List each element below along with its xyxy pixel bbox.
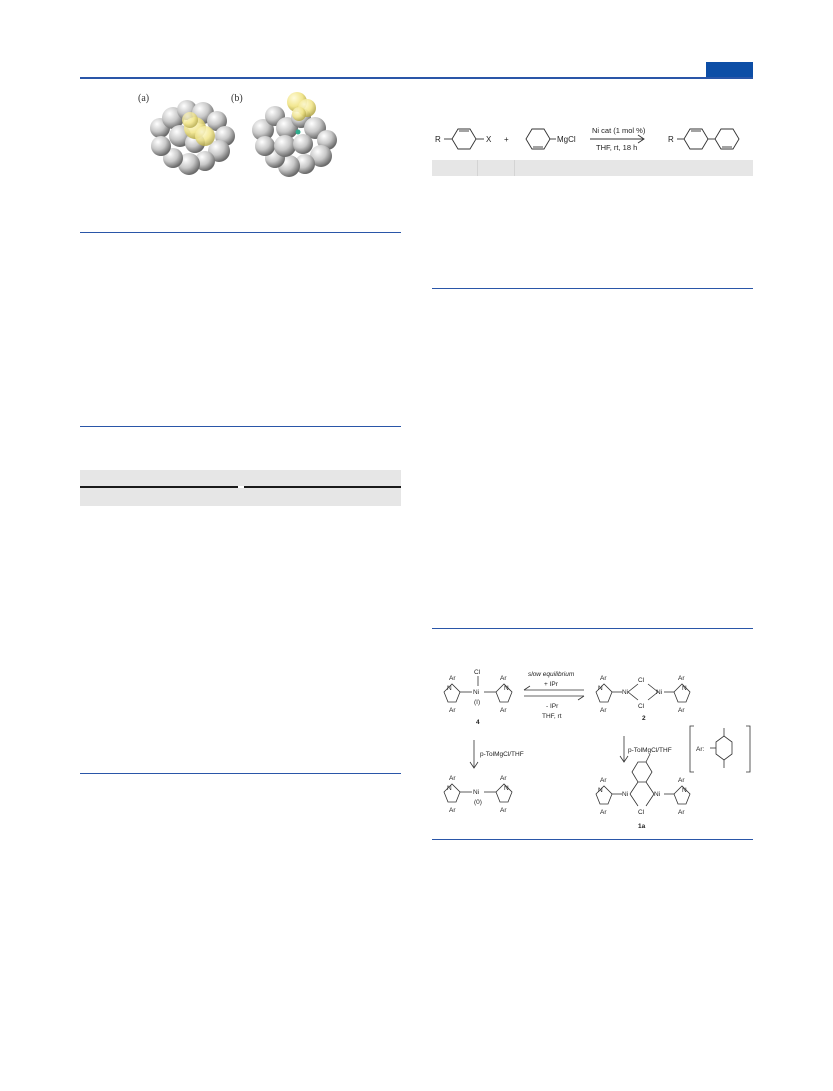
ar-key: Ar: <box>696 746 705 753</box>
thf-rt: THF, rt <box>542 713 562 720</box>
c1a-ar-br: Ar <box>678 809 685 816</box>
right-rule-3 <box>432 839 753 840</box>
model-a <box>150 100 235 175</box>
c4-ar-tl: Ar <box>449 675 456 682</box>
scheme-2: Ar Ar N Ar Ar N Cl Ni (I) 4 slow equilib… <box>432 662 753 838</box>
right-rule-1 <box>432 288 753 289</box>
c4-label: 4 <box>476 719 480 726</box>
header-rule <box>80 77 753 79</box>
scheme1-r-left: R <box>435 135 441 144</box>
c4-n-r: N <box>504 685 509 692</box>
arrow-top-text: slow equilibrium <box>528 671 575 678</box>
ni0-ar-bl: Ar <box>449 807 456 814</box>
left-rule-2 <box>80 426 401 427</box>
c1a-ni-left: Ni <box>622 791 628 798</box>
c2-ar-tr: Ar <box>678 675 685 682</box>
reagent-left: p-TolMgCl/THF <box>480 751 524 758</box>
minus-ipr: - IPr <box>546 703 559 710</box>
right-table-col-divider-2 <box>514 160 515 176</box>
c2-ni-left: Ni <box>622 689 628 696</box>
c4-ar-tr: Ar <box>500 675 507 682</box>
molecule-models-image <box>150 92 337 177</box>
ni0-n-r: N <box>504 785 509 792</box>
ni0-n-l: N <box>447 785 452 792</box>
c1a-n-l: N <box>598 787 603 794</box>
ni0-ar-tr: Ar <box>500 775 507 782</box>
left-rule-3 <box>80 773 401 774</box>
scheme1-conditions-top: Ni cat (1 mol %) <box>592 126 646 135</box>
c4-ox: (I) <box>474 699 480 706</box>
c1a-ar-bl: Ar <box>600 809 607 816</box>
c4-ar-br: Ar <box>500 707 507 714</box>
table-subheader-shade <box>80 488 401 506</box>
c4-ni: Ni <box>473 689 479 696</box>
c2-ar-tl: Ar <box>600 675 607 682</box>
c4-cl: Cl <box>474 669 481 676</box>
ni0-ar-br: Ar <box>500 807 507 814</box>
c1a-ar-tl: Ar <box>600 777 607 784</box>
scheme1-conditions-bottom: THF, rt, 18 h <box>596 143 637 152</box>
ni0-ni: Ni <box>473 789 479 796</box>
right-rule-2 <box>432 628 753 629</box>
c1a-ni-right: Ni <box>654 791 660 798</box>
scheme1-r-right: R <box>668 135 674 144</box>
c2-cl-bottom: Cl <box>638 703 645 710</box>
right-table-col-divider-1 <box>477 160 478 176</box>
reagent-right: p-TolMgCl/THF <box>628 747 672 754</box>
left-rule-1 <box>80 232 401 233</box>
c2-ar-bl: Ar <box>600 707 607 714</box>
right-table-header-shade <box>432 160 753 176</box>
c4-n-l: N <box>447 685 452 692</box>
c2-label: 2 <box>642 715 646 722</box>
scheme1-plus: + <box>504 135 509 144</box>
c4-ar-bl: Ar <box>449 707 456 714</box>
model-b <box>252 92 337 177</box>
table-header-shade <box>80 470 401 486</box>
c1a-ar-tr: Ar <box>678 777 685 784</box>
c2-ar-br: Ar <box>678 707 685 714</box>
c1a-label: 1a <box>638 823 646 830</box>
ni0-ox: (0) <box>474 799 482 806</box>
scheme1-mgcl: MgCl <box>557 135 576 144</box>
header-tab <box>706 62 753 77</box>
c2-cl-top: Cl <box>638 677 645 684</box>
table-rule-right <box>244 486 401 488</box>
table-rule-left <box>80 486 238 488</box>
ni0-ar-tl: Ar <box>449 775 456 782</box>
c1a-cl: Cl <box>638 809 645 816</box>
c1a-n-r: N <box>682 787 687 794</box>
c2-ni-right: Ni <box>656 689 662 696</box>
panel-b-label: (b) <box>231 93 243 104</box>
c2-n-l: N <box>598 685 603 692</box>
plus-ipr: + IPr <box>544 681 559 688</box>
scheme1-x: X <box>486 135 492 144</box>
scheme-1: R X + MgCl Ni cat (1 mol %) THF, rt, 18 … <box>432 112 753 164</box>
figure-1: (a) (b) <box>135 88 350 180</box>
panel-a-label: (a) <box>138 93 150 104</box>
c2-n-r: N <box>682 685 687 692</box>
